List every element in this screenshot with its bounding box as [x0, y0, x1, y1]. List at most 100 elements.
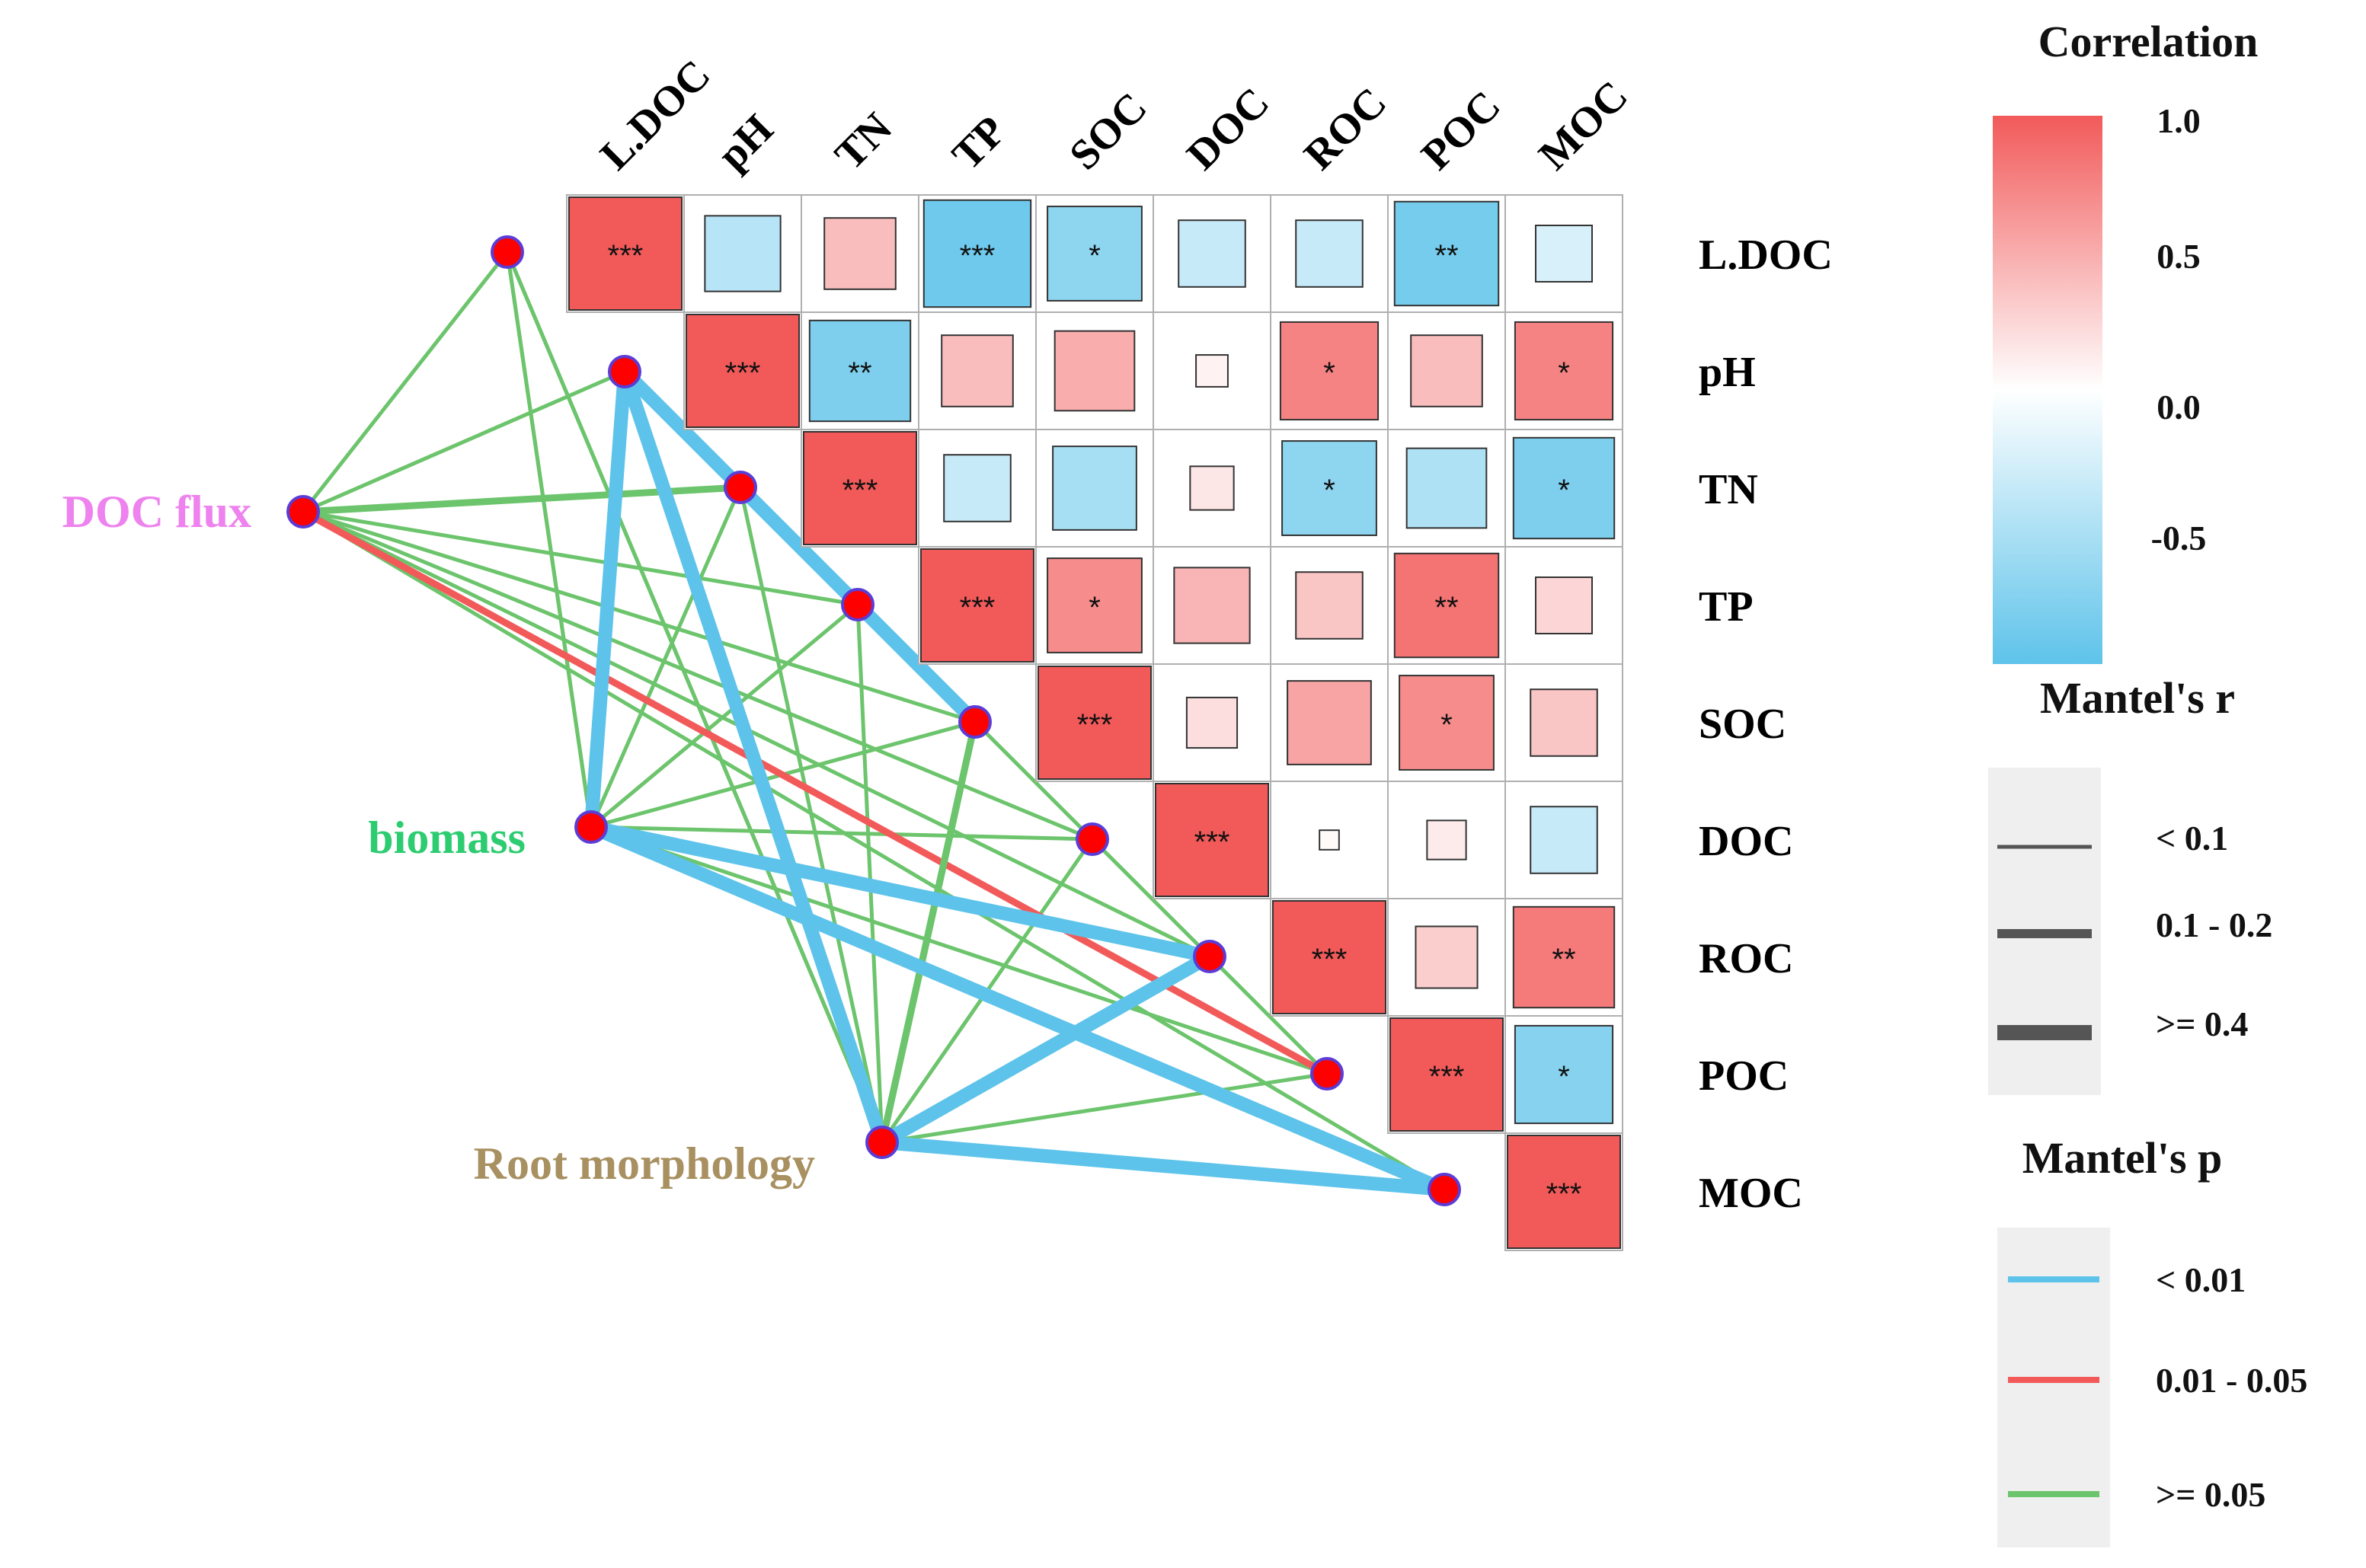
mantel-link-DOC-flux-MOC [301, 509, 1447, 1192]
corr-square-SOC-ROC [1287, 680, 1372, 765]
corr-square-SOC-POC [1399, 675, 1495, 771]
column-label: TP [943, 107, 1015, 179]
corr-square-POC-MOC [1514, 1024, 1614, 1125]
significance-mark: *** [1194, 826, 1230, 859]
corr-square-pH-TP [941, 334, 1014, 407]
row-label: pH [1699, 349, 1756, 396]
correlation-tick: -0.5 [2151, 519, 2207, 557]
significance-mark: * [1089, 591, 1101, 624]
corr-square-TP-SOC [1047, 557, 1143, 653]
correlation-tick: 0.5 [2157, 237, 2201, 276]
significance-mark: *** [725, 356, 761, 390]
corr-square-pH-MOC [1514, 321, 1614, 421]
corr-square-DOC-DOC [1155, 783, 1269, 897]
corr-square-SOC-SOC [1038, 666, 1152, 780]
corr-square-TN-POC [1405, 447, 1488, 529]
corr-square-pH-TN [808, 319, 912, 423]
mantel-p-label: 0.01 - 0.05 [2156, 1361, 2307, 1400]
corr-square-TP-MOC [1535, 576, 1593, 634]
column-label: SOC [1060, 84, 1156, 179]
link-nodes [286, 235, 1461, 1206]
node-pH [608, 355, 641, 388]
mantel-link-biomass-pH [584, 365, 631, 834]
corr-square-L.DOC-DOC [1178, 219, 1246, 288]
mantel-link-DOC-flux-ROC [301, 509, 1212, 959]
corr-square-TN-ROC [1281, 440, 1377, 536]
mantel-link-biomass-TP [589, 602, 860, 829]
corr-square-TP-POC [1393, 552, 1500, 659]
mantel-links [299, 250, 1451, 1196]
corr-square-TP-ROC [1295, 571, 1364, 640]
corr-square-L.DOC-ROC [1295, 219, 1364, 288]
column-label: ROC [1295, 78, 1396, 179]
mantel-link-biomass-TN [589, 485, 743, 829]
column-label: MOC [1530, 72, 1637, 180]
corr-square-ROC-MOC [1512, 905, 1616, 1009]
mantel-r-label: < 0.1 [2156, 819, 2228, 857]
mantel-r-label: >= 0.4 [2156, 1004, 2248, 1043]
node-L.DOC [491, 235, 524, 269]
mantel-link-biomass-MOC [584, 820, 1451, 1196]
node-DOC [1076, 822, 1109, 856]
corr-square-pH-ROC [1279, 321, 1380, 421]
mantel-p-label: < 0.01 [2156, 1260, 2246, 1299]
significance-mark: *** [1077, 708, 1113, 742]
corr-square-L.DOC-SOC [1047, 206, 1143, 302]
significance-mark: ** [1434, 239, 1458, 273]
column-label: L.DOC [591, 51, 719, 179]
column-label: POC [1412, 82, 1509, 179]
corr-square-L.DOC-pH [704, 215, 782, 292]
node-POC [1310, 1057, 1344, 1091]
corr-square-pH-SOC [1054, 330, 1136, 412]
row-label: L.DOC [1699, 232, 1833, 279]
corr-square-TN-TP [943, 454, 1012, 522]
mantel-link-Root-morphology-ROC [875, 950, 1217, 1149]
mantel-link-Root-morphology-pH [618, 365, 889, 1149]
node-DOC-flux [286, 495, 320, 529]
node-Root-morphology [865, 1126, 899, 1159]
mantel-link-Root-morphology-TN [738, 485, 884, 1145]
mantel-link-L.DOC-biomass [505, 250, 593, 829]
corr-square-pH-DOC [1195, 354, 1229, 388]
corr-square-TN-TN [803, 431, 917, 545]
mantel-link-biomass-DOC [589, 825, 1095, 841]
node-SOC [958, 705, 992, 739]
corr-square-pH-pH [686, 314, 800, 428]
significance-mark: *** [842, 474, 878, 507]
node-TP [841, 588, 874, 621]
significance-mark: ** [1552, 943, 1575, 976]
significance-mark: * [1440, 708, 1453, 742]
correlation-heatmap: ****************************************… [566, 194, 1623, 1251]
corr-square-DOC-ROC [1319, 829, 1340, 851]
group-label-root-morphology: Root morphology [474, 1138, 815, 1189]
row-label: POC [1699, 1052, 1789, 1100]
row-label: ROC [1699, 935, 1793, 982]
node-TN [724, 471, 757, 504]
significance-mark: ** [1434, 591, 1458, 624]
corr-square-DOC-MOC [1530, 806, 1598, 874]
mantel-link-biomass-ROC [584, 820, 1217, 963]
significance-mark: *** [960, 239, 996, 273]
corr-square-TN-SOC [1052, 445, 1137, 531]
corr-square-L.DOC-TN [823, 217, 897, 290]
significance-mark: * [1558, 474, 1570, 507]
significance-mark: *** [608, 239, 644, 273]
mantel-link-Root-morphology-POC [880, 1071, 1329, 1145]
corr-square-ROC-ROC [1272, 900, 1386, 1014]
node-biomass [574, 810, 608, 844]
corr-square-MOC-MOC [1507, 1135, 1621, 1249]
corr-square-TP-TP [920, 548, 1034, 663]
corr-square-L.DOC-TP [922, 199, 1032, 308]
correlation-legend-title: Correlation [2038, 17, 2259, 66]
mantel-p-legend-box [1997, 1228, 2110, 1547]
correlation-tick: 1.0 [2157, 101, 2201, 140]
column-label: pH [708, 106, 782, 180]
row-label: TP [1699, 583, 1754, 631]
row-label: SOC [1699, 701, 1786, 748]
significance-mark: * [1323, 474, 1335, 507]
mantel-link-DOC-flux-L.DOC [301, 250, 510, 514]
correlation-tick: 0.0 [2157, 388, 2201, 426]
node-MOC [1428, 1173, 1461, 1206]
corr-square-L.DOC-MOC [1535, 225, 1593, 283]
